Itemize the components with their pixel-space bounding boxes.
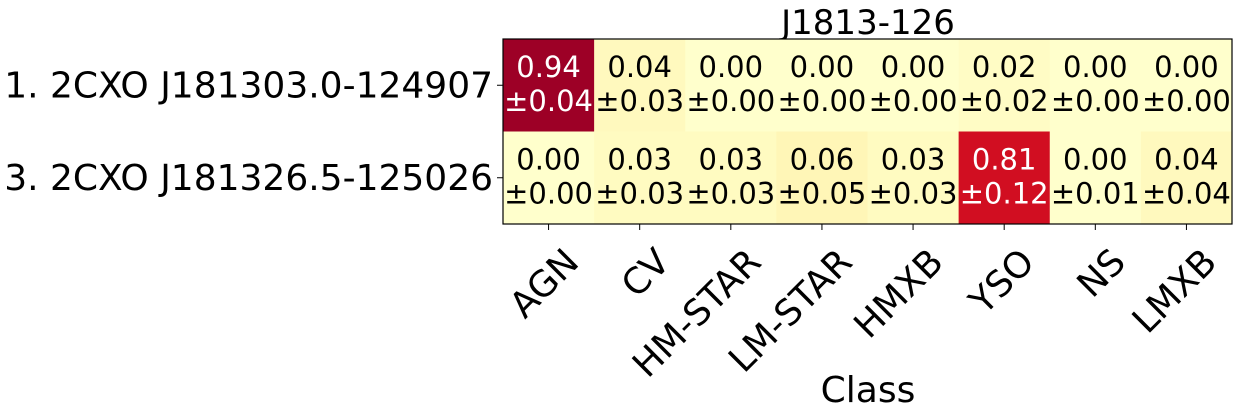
cell-error-label: ±0.04 [504,84,593,118]
x-axis-label: Class [821,370,916,411]
cell-value-label: 0.03 [607,143,672,177]
heatmap-cells [503,39,1233,225]
cell-value-label: 0.94 [516,50,581,84]
heatmap-cell [685,39,777,132]
cell-error-label: ±0.00 [686,84,775,118]
heatmap-cell [503,131,595,225]
cell-value-label: 0.00 [516,143,581,177]
cell-value-label: 0.03 [881,143,946,177]
cell-error-label: ±0.03 [686,177,775,211]
heatmap-cell [958,131,1051,225]
y-tick-label: 1. 2CXO J181303.0-124907 [4,65,493,106]
cell-error-label: ±0.00 [504,177,593,211]
cell-error-label: ±0.03 [595,84,684,118]
heatmap-cell [1049,39,1142,132]
cell-error-label: ±0.00 [1051,84,1140,118]
cell-value-label: 0.00 [1063,50,1128,84]
cell-value-label: 0.81 [972,143,1037,177]
x-tick-label: HMXB [847,241,952,346]
cell-error-label: ±0.04 [1142,177,1231,211]
heatmap-cell [867,39,960,132]
y-axis: 1. 2CXO J181303.0-124907 3. 2CXO J181326.… [4,65,503,199]
heatmap-cell [1140,131,1233,225]
cell-error-label: ±0.05 [778,177,867,211]
heatmap-cell [594,39,686,132]
x-tick-label: NS [1070,241,1134,305]
chart-title: J1813-126 [779,3,955,43]
cell-value-label: 0.00 [699,50,764,84]
heatmap-cell [685,131,777,225]
heatmap-cell [1140,39,1233,132]
x-tick-label: YSO [961,241,1042,322]
plot-frame [502,38,1233,225]
cell-value-label: 0.00 [1154,50,1219,84]
cell-value-label: 0.03 [699,143,764,177]
cell-error-label: ±0.03 [595,177,684,211]
x-tick-label: CV [614,241,678,305]
cell-value-label: 0.04 [607,50,672,84]
cell-error-label: ±0.02 [960,84,1049,118]
cell-value-label: 0.06 [790,143,855,177]
heatmap-cell [1049,131,1142,225]
cell-error-label: ±0.00 [1142,84,1231,118]
cell-error-label: ±0.01 [1051,177,1140,211]
heatmap-cell [776,39,868,132]
heatmap-cell [503,39,595,132]
cell-error-label: ±0.03 [869,177,958,211]
cell-value-label: 0.00 [881,50,946,84]
heatmap-cell [594,131,686,225]
y-tick-label: 3. 2CXO J181326.5-125026 [4,158,493,199]
cell-value-label: 0.04 [1154,143,1219,177]
x-tick-label: AGN [502,241,587,326]
heatmap-cell [776,131,868,225]
cell-error-label: ±0.12 [960,177,1049,211]
cell-value-label: 0.00 [1063,143,1128,177]
cell-value-label: 0.00 [790,50,855,84]
x-tick-label: LMXB [1125,241,1225,341]
cell-value-label: 0.02 [972,50,1037,84]
heatmap-cell [867,131,960,225]
cell-error-label: ±0.00 [778,84,867,118]
cell-error-label: ±0.00 [869,84,958,118]
heatmap-cell [958,39,1051,132]
heatmap-cell-labels: 0.94±0.040.04±0.030.00±0.000.00±0.000.00… [504,50,1231,211]
